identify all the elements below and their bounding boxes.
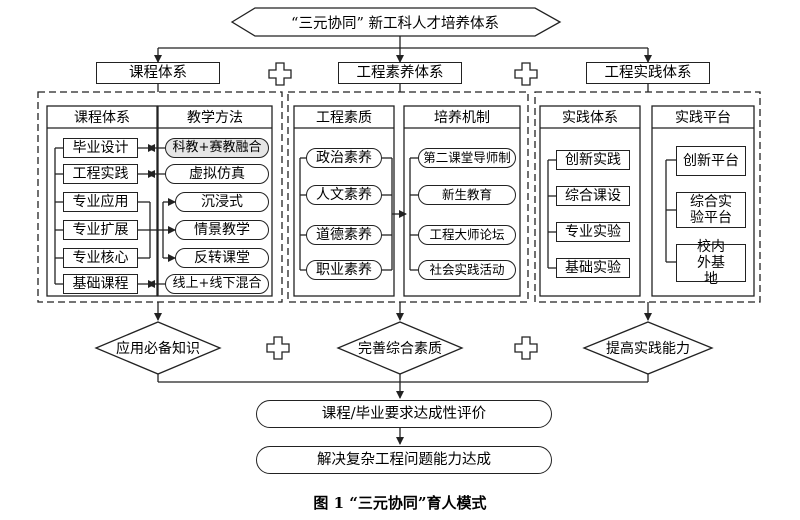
literacy-mechanism: 社会实践活动 xyxy=(418,260,516,280)
course-method: 反转课堂 xyxy=(175,248,269,268)
practice-item: 综合课设 xyxy=(556,186,630,206)
practice-platform: 校内外基地 xyxy=(676,239,746,287)
course-frame xyxy=(37,91,283,303)
literacy-quality: 道德素养 xyxy=(306,225,382,245)
outcome-label-3: 提高实践能力 xyxy=(606,341,690,357)
plus-icon xyxy=(266,336,290,360)
literacy-quality: 职业素养 xyxy=(306,260,382,280)
system-title-course: 课程体系 xyxy=(96,62,220,84)
literacy-quality: 人文素养 xyxy=(306,185,382,205)
course-item: 专业核心 xyxy=(63,248,138,268)
literacy-frame xyxy=(287,91,529,303)
practice-platform: 综合实验平台 xyxy=(676,192,746,228)
practice-item: 基础实验 xyxy=(556,258,630,278)
course-left-header: 课程体系 xyxy=(74,110,130,126)
literacy-right-header: 培养机制 xyxy=(434,110,490,126)
practice-frame xyxy=(534,91,761,303)
course-item: 基础课程 xyxy=(63,274,138,294)
goal-box: 解决复杂工程问题能力达成 xyxy=(256,446,552,474)
outcome-label-1: 应用必备知识 xyxy=(116,341,200,357)
course-item: 毕业设计 xyxy=(63,138,138,158)
figure-caption: 图 1 “三元协同”育人模式 xyxy=(313,494,487,512)
plus-icon xyxy=(514,336,538,360)
practice-platform: 创新平台 xyxy=(676,146,746,176)
evaluation-box: 课程/毕业要求达成性评价 xyxy=(256,400,552,428)
literacy-mechanism: 工程大师论坛 xyxy=(418,225,516,245)
practice-right-header: 实践平台 xyxy=(675,110,731,126)
course-item: 专业应用 xyxy=(63,192,138,212)
course-method: 沉浸式 xyxy=(175,192,269,212)
literacy-mechanism: 新生教育 xyxy=(418,185,516,205)
outcome-label-2: 完善综合素质 xyxy=(358,341,442,357)
course-method: 科教+赛教融合 xyxy=(165,138,269,158)
literacy-quality: 政治素养 xyxy=(306,148,382,168)
literacy-mechanism: 第二课堂导师制 xyxy=(418,148,516,168)
practice-item: 创新实践 xyxy=(556,150,630,170)
course-right-header: 教学方法 xyxy=(187,110,243,126)
course-method: 虚拟仿真 xyxy=(165,164,269,184)
course-item: 专业扩展 xyxy=(63,220,138,240)
practice-item: 专业实验 xyxy=(556,222,630,242)
top-title-shape xyxy=(230,7,562,37)
literacy-left-header: 工程素质 xyxy=(316,110,372,126)
system-title-literacy: 工程素养体系 xyxy=(338,62,462,84)
course-method: 情景教学 xyxy=(175,220,269,240)
course-item: 工程实践 xyxy=(63,164,138,184)
plus-icon xyxy=(514,62,538,86)
plus-icon xyxy=(268,62,292,86)
course-method: 线上+线下混合 xyxy=(165,274,269,294)
top-title: “三元协同” 新工科人才培养体系 xyxy=(291,15,499,32)
practice-left-header: 实践体系 xyxy=(562,110,618,126)
system-title-practice: 工程实践体系 xyxy=(586,62,710,84)
